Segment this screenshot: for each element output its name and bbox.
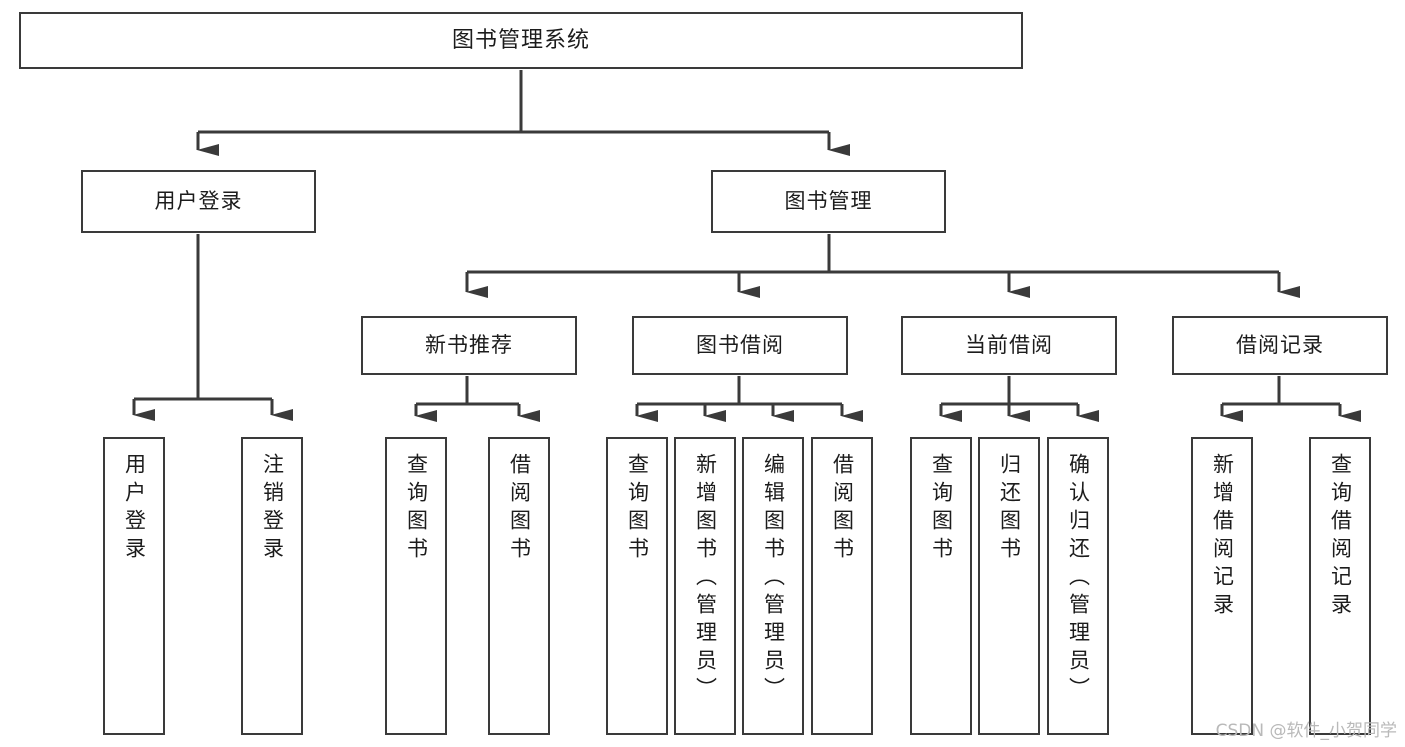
node-leaf-query-book-current[interactable]: 查询图书	[910, 437, 972, 735]
node-label: 当前借阅	[965, 333, 1053, 358]
node-label: 新增借阅记录	[1210, 453, 1235, 621]
node-leaf-query-book-borrow[interactable]: 查询图书	[606, 437, 668, 735]
node-label: 图书借阅	[696, 333, 784, 358]
node-current-borrow[interactable]: 当前借阅	[901, 316, 1117, 375]
node-leaf-add-borrow-record[interactable]: 新增借阅记录	[1191, 437, 1253, 735]
node-label: 注销登录	[260, 453, 285, 565]
node-label: 借阅图书	[507, 453, 532, 565]
node-label: 图书管理	[784, 189, 873, 214]
node-user-login[interactable]: 用户登录	[81, 170, 316, 233]
node-label: 查询图书	[929, 453, 954, 565]
node-leaf-confirm-return-admin[interactable]: 确认归还（管理员）	[1047, 437, 1109, 735]
node-label: 借阅图书	[830, 453, 855, 565]
node-label: 查询借阅记录	[1328, 453, 1353, 621]
node-leaf-add-book-admin[interactable]: 新增图书（管理员）	[674, 437, 736, 735]
node-leaf-query-book-recommend[interactable]: 查询图书	[385, 437, 447, 735]
node-label: 借阅记录	[1236, 333, 1324, 358]
node-leaf-logout[interactable]: 注销登录	[241, 437, 303, 735]
node-book-management[interactable]: 图书管理	[711, 170, 946, 233]
node-label: 用户登录	[122, 453, 147, 565]
node-label: 确认归还（管理员）	[1066, 453, 1091, 705]
node-book-borrow[interactable]: 图书借阅	[632, 316, 848, 375]
node-leaf-borrow-book-recommend[interactable]: 借阅图书	[488, 437, 550, 735]
node-root-book-management-system[interactable]: 图书管理系统	[19, 12, 1023, 69]
node-label: 归还图书	[997, 453, 1022, 565]
node-label: 新增图书（管理员）	[693, 453, 718, 705]
node-leaf-edit-book-admin[interactable]: 编辑图书（管理员）	[742, 437, 804, 735]
node-label: 新书推荐	[425, 333, 513, 358]
node-label: 图书管理系统	[451, 27, 590, 53]
node-label: 用户登录	[154, 189, 243, 214]
node-leaf-return-book[interactable]: 归还图书	[978, 437, 1040, 735]
node-label: 查询图书	[404, 453, 429, 565]
node-label: 查询图书	[625, 453, 650, 565]
node-new-book-recommend[interactable]: 新书推荐	[361, 316, 577, 375]
node-label: 编辑图书（管理员）	[761, 453, 786, 705]
node-leaf-user-login[interactable]: 用户登录	[103, 437, 165, 735]
node-borrow-record[interactable]: 借阅记录	[1172, 316, 1388, 375]
node-leaf-query-borrow-record[interactable]: 查询借阅记录	[1309, 437, 1371, 735]
node-leaf-borrow-book[interactable]: 借阅图书	[811, 437, 873, 735]
